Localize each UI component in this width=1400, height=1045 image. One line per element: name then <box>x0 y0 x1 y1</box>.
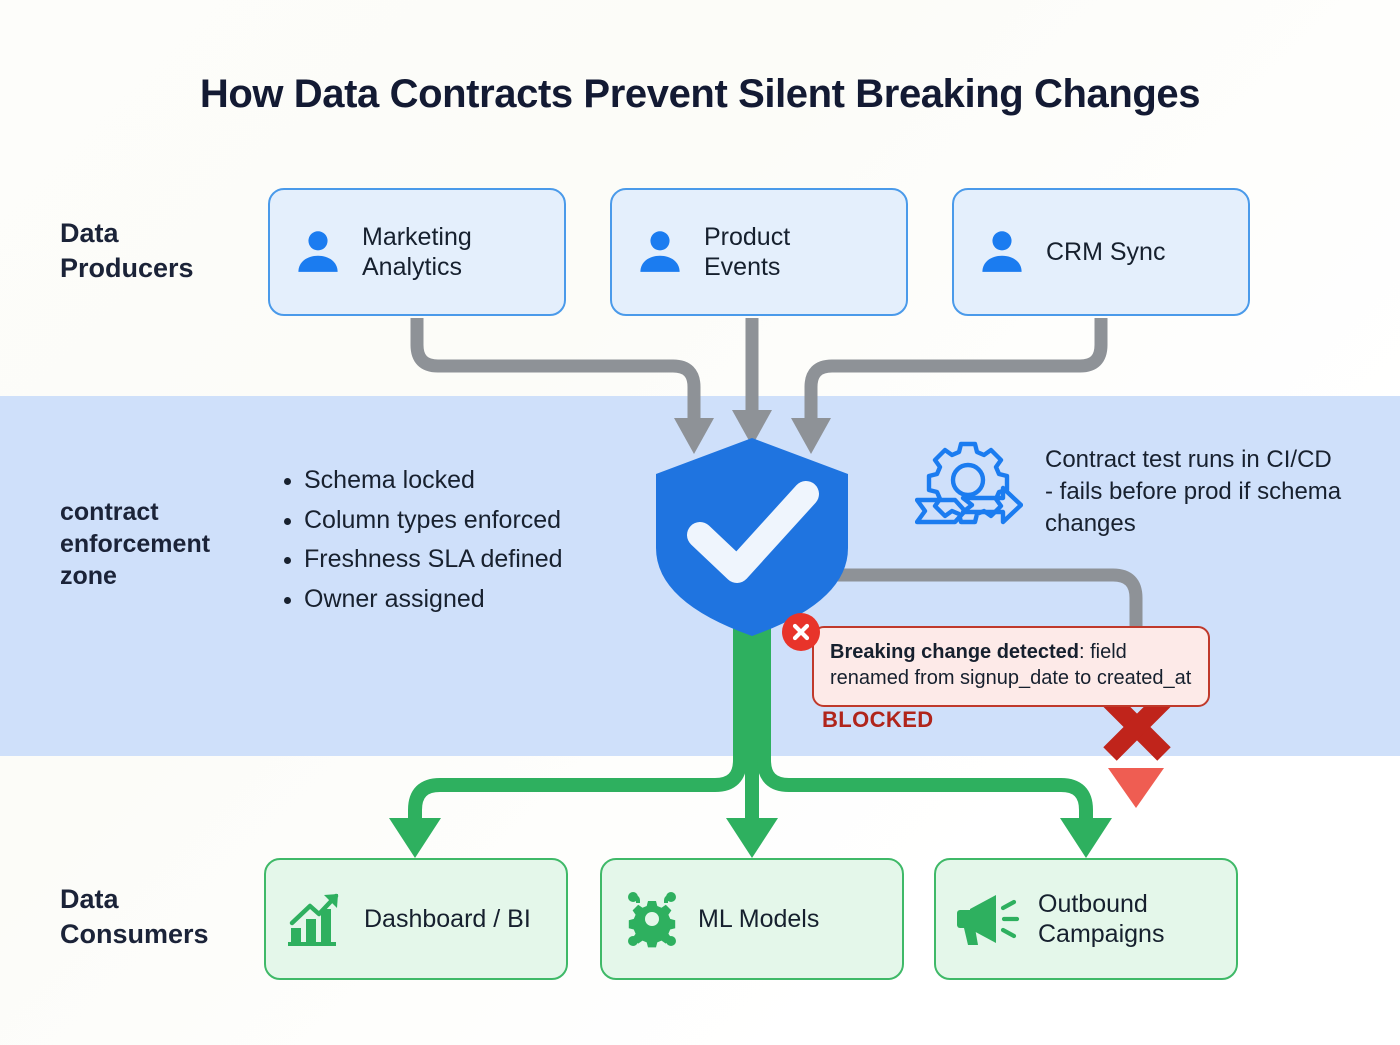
producer-node-marketing-analytics[interactable]: Marketing Analytics <box>268 188 566 316</box>
producer-node-crm-sync[interactable]: CRM Sync <box>952 188 1250 316</box>
consumer-label: Dashboard / BI <box>364 904 531 933</box>
breaking-change-alert: Breaking change detected: field renamed … <box>812 626 1210 707</box>
megaphone-icon <box>957 895 1020 945</box>
x-circle-icon <box>782 613 820 651</box>
page-title: How Data Contracts Prevent Silent Breaki… <box>199 72 1201 116</box>
producer-node-product-events[interactable]: Product Events <box>610 188 908 316</box>
gear-pipeline-icon <box>915 441 1023 525</box>
consumer-node-ml-models[interactable]: ML Models <box>600 858 904 980</box>
contract-rule-item: Column types enforced <box>304 502 563 540</box>
contract-rule-item: Schema locked <box>304 462 563 500</box>
row-label-producers: Data Producers <box>60 218 194 283</box>
producer-label: Marketing Analytics <box>362 222 472 282</box>
producer-label: CRM Sync <box>1046 237 1166 266</box>
row-label-contract-zone: contract enforcement zone <box>60 498 211 590</box>
user-icon <box>640 231 680 272</box>
user-icon <box>982 231 1022 272</box>
user-icon <box>298 231 338 272</box>
bar-chart-growth-icon <box>288 893 339 946</box>
cicd-note: Contract test runs in CI/CD - fails befo… <box>915 440 1345 540</box>
consumer-label: ML Models <box>698 904 820 933</box>
contract-rule-item: Owner assigned <box>304 581 563 619</box>
status-badge-blocked: BLOCKED <box>822 707 934 732</box>
row-label-consumers: Data Consumers <box>60 884 209 949</box>
alert-bold-text: Breaking change detected <box>830 641 1079 663</box>
producer-label: Product Events <box>704 222 791 282</box>
consumer-node-outbound-campaigns[interactable]: Outbound Campaigns <box>934 858 1238 980</box>
gear-network-icon <box>628 892 676 948</box>
cicd-text: Contract test runs in CI/CD - fails befo… <box>1045 446 1342 538</box>
consumer-node-dashboard-bi[interactable]: Dashboard / BI <box>264 858 568 980</box>
contract-rules-list: Schema locked Column types enforced Fres… <box>278 462 563 620</box>
consumer-label: Outbound Campaigns <box>1038 889 1165 949</box>
contract-rule-item: Freshness SLA defined <box>304 541 563 579</box>
